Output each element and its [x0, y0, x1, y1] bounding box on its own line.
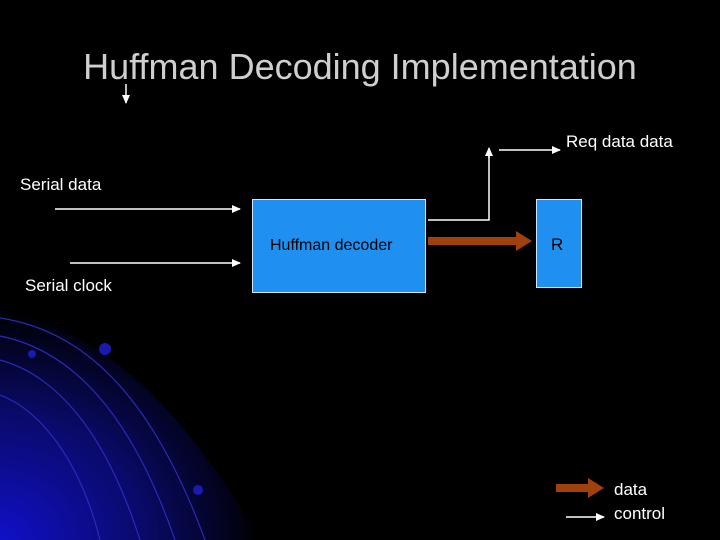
serial-data-label: Serial data — [20, 175, 102, 194]
blue-glow-shape — [0, 310, 260, 540]
req-data-label: Req data data — [566, 132, 673, 151]
legend-data-arrow — [556, 478, 604, 498]
legend-control-label: control — [614, 504, 666, 523]
decor-dot — [193, 485, 203, 495]
decor-dot — [99, 343, 111, 355]
register-block — [536, 199, 582, 288]
req-connector-line — [428, 151, 490, 221]
register-label: R — [551, 235, 564, 254]
data-arrow-decoder-to-r — [428, 231, 532, 251]
decor-dot — [28, 350, 36, 358]
decor-curve — [0, 317, 206, 540]
decor-curve — [0, 359, 141, 540]
slide-title: Huffman Decoding Implementation — [83, 46, 637, 87]
legend-data-label: data — [614, 480, 648, 499]
huffman-decoder-block — [252, 199, 426, 293]
decor-curve — [0, 335, 176, 540]
huffman-decoder-label: Huffman decoder — [270, 237, 393, 254]
serial-clock-label: Serial clock — [25, 276, 112, 295]
decor-curve — [0, 394, 101, 540]
